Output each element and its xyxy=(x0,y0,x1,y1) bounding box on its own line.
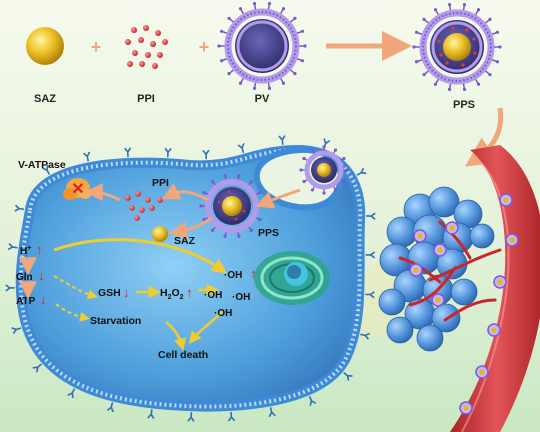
plus-sign-2: + xyxy=(199,37,210,57)
starvation-label: Starvation xyxy=(90,315,141,327)
saz-cell-sphere xyxy=(152,226,168,242)
pv-label: PV xyxy=(255,93,270,105)
h2o2-up-arrow: ↑ xyxy=(186,285,193,300)
h-plus-up-arrow: ↑ xyxy=(36,242,43,257)
saz-label: SAZ xyxy=(34,93,56,105)
h-plus-label: H+ xyxy=(20,245,31,257)
saz-cell-label: SAZ xyxy=(174,235,196,247)
block-mark: ✕ xyxy=(71,181,84,198)
acid-to-ros-arrow xyxy=(53,238,227,274)
gln-to-gsh-arrow xyxy=(53,275,98,300)
circulating-pps xyxy=(409,193,519,415)
ppi-cell-dots xyxy=(125,191,163,221)
gln-label: Gln xyxy=(16,272,33,283)
ppi-release-arrow xyxy=(161,183,209,202)
oh-label-4: ·OH xyxy=(214,308,232,319)
ppi-label: PPI xyxy=(137,93,155,105)
pps-top-label: PPS xyxy=(453,99,475,111)
saz-sphere xyxy=(26,27,64,65)
capillaries xyxy=(398,220,502,322)
oh-label-1: ·OH xyxy=(224,270,242,281)
ppi-cell-label: PPI xyxy=(152,177,169,189)
surface-receptors xyxy=(5,135,376,422)
atp-label: ATP xyxy=(16,296,36,307)
oh-label-3: ·OH xyxy=(232,292,250,303)
tumor-cluster xyxy=(378,186,495,352)
uptake-arrow xyxy=(255,188,301,209)
pps-vesicle xyxy=(412,3,502,91)
gsh-label: GSH xyxy=(98,287,121,299)
pps-entering xyxy=(299,145,349,195)
saz-release-arrow xyxy=(168,216,213,240)
oh-up-arrow: ↑ xyxy=(250,266,257,281)
atp-to-starvation-arrow xyxy=(55,303,90,322)
ros-to-death-arrow xyxy=(188,311,223,344)
top-row: SAZ + PPI + PV xyxy=(26,2,504,167)
blood-vessel xyxy=(450,145,540,432)
cell-death-label: Cell death xyxy=(158,349,208,361)
ppi-dots xyxy=(125,25,168,69)
gln-down-arrow: ↓ xyxy=(38,268,45,283)
plus-sign-1: + xyxy=(91,37,102,57)
tumor-region xyxy=(300,145,540,432)
starvation-to-death-arrow xyxy=(165,321,187,351)
pps-cell-label: PPS xyxy=(258,227,279,239)
oh-label-2: ·OH xyxy=(204,290,222,301)
v-atpase-label: V-ATPase xyxy=(18,159,66,171)
ppi-inhibit-arrow xyxy=(84,183,121,202)
nucleus xyxy=(254,251,330,305)
cell: V-ATPase ✕ PPI PPS xyxy=(5,135,376,422)
gsh-down-arrow: ↓ xyxy=(123,285,130,300)
cell-membrane-heads xyxy=(18,147,363,409)
pv-vesicle xyxy=(217,2,307,90)
h2o2-label: H2O2 xyxy=(160,287,184,301)
atp-down-arrow: ↓ xyxy=(40,292,47,307)
